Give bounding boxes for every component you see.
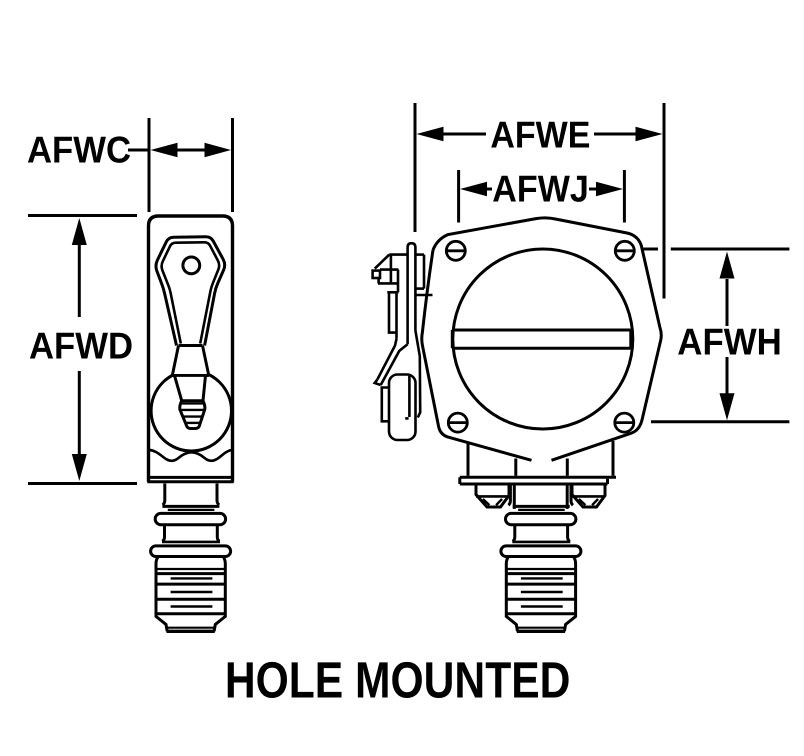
svg-text:AFWJ: AFWJ — [492, 168, 589, 210]
svg-text:AFWE: AFWE — [490, 113, 590, 155]
svg-text:AFWC: AFWC — [27, 129, 131, 171]
svg-text:HOLE MOUNTED: HOLE MOUNTED — [225, 651, 571, 708]
svg-text:AFWH: AFWH — [677, 320, 782, 362]
svg-text:AFWD: AFWD — [29, 325, 133, 367]
